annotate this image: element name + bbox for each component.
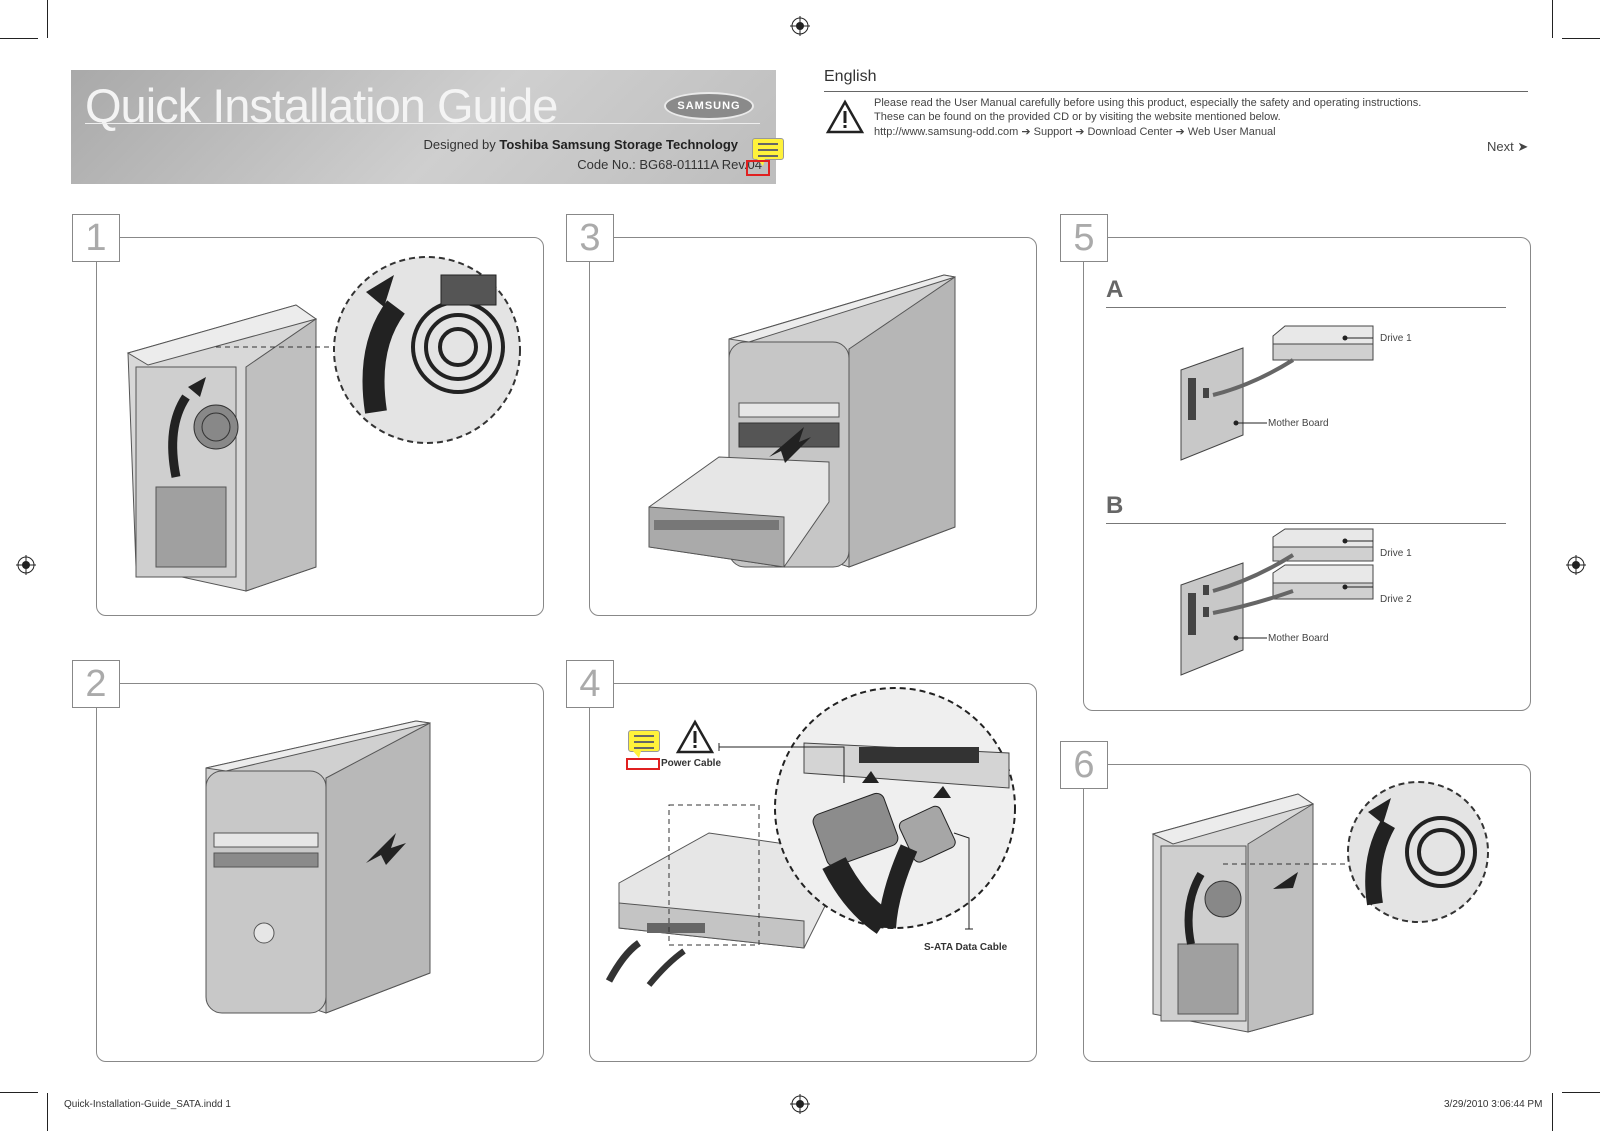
registration-mark-icon — [1566, 555, 1586, 575]
samsung-logo: SAMSUNG — [664, 92, 754, 120]
drive-bay-insert-illustration — [648, 274, 956, 568]
warning-icon — [825, 99, 865, 134]
pc-front-drive-insert-illustration — [205, 720, 431, 1014]
step-4-number: 4 — [566, 660, 614, 708]
warning-icon — [675, 719, 715, 754]
power-cable-label: Power Cable — [661, 758, 722, 769]
step-5-panel — [1083, 237, 1531, 711]
language-rule — [824, 91, 1528, 92]
crop-mark — [47, 0, 48, 38]
crop-mark — [1562, 38, 1600, 39]
option-a-rule — [1106, 307, 1506, 308]
pc-rear-power-reconnect-illustration — [1151, 781, 1489, 1033]
step-3-number: 3 — [566, 214, 614, 262]
pc-rear-power-illustration — [126, 256, 521, 592]
intro-line-2: These can be found on the provided CD or… — [874, 111, 1281, 123]
mother-board-label: Mother Board — [1268, 633, 1329, 644]
step-1-number: 1 — [72, 214, 120, 262]
footer-timestamp: 3/29/2010 3:06:44 PM — [1444, 1099, 1543, 1110]
title-rule — [85, 123, 760, 124]
annotation-highlight-box — [626, 758, 660, 770]
intro-line-1: Please read the User Manual carefully be… — [874, 97, 1422, 109]
option-a-label: A — [1106, 276, 1124, 303]
drive-2-label: Drive 2 — [1380, 594, 1412, 605]
option-b-rule — [1106, 523, 1506, 524]
mother-board-label: Mother Board — [1268, 418, 1329, 429]
annotation-highlight-box — [746, 160, 770, 176]
header-banner: Quick Installation Guide SAMSUNG Designe… — [71, 70, 776, 184]
crop-mark — [47, 1093, 48, 1131]
registration-mark-icon — [790, 16, 810, 36]
sata-data-cable-label: S-ATA Data Cable — [924, 942, 1008, 953]
page-title: Quick Installation Guide — [85, 79, 558, 132]
crop-mark — [1552, 0, 1553, 38]
registration-mark-icon — [16, 555, 36, 575]
crop-mark — [1562, 1092, 1600, 1093]
footer-filename: Quick-Installation-Guide_SATA.indd 1 — [64, 1099, 231, 1110]
intro-url-line[interactable]: http://www.samsung-odd.com ➔ Support ➔ D… — [874, 126, 1276, 138]
option-b-label: B — [1106, 492, 1124, 519]
registration-mark-icon — [790, 1094, 810, 1114]
drive-1-label: Drive 1 — [1380, 333, 1412, 344]
language-heading: English — [824, 68, 877, 85]
crop-mark — [0, 38, 38, 39]
designer-company: Toshiba Samsung Storage Technology — [499, 137, 738, 152]
step-5-number: 5 — [1060, 214, 1108, 262]
crop-mark — [0, 1092, 38, 1093]
single-drive-diagram — [1180, 325, 1374, 461]
code-number: Code No.: BG68-01111A Rev.04 — [577, 157, 762, 172]
step-6-number: 6 — [1060, 741, 1108, 789]
crop-mark — [1552, 1093, 1553, 1131]
step-2-number: 2 — [72, 660, 120, 708]
dual-drive-diagram — [1180, 528, 1374, 676]
drive-1-label: Drive 1 — [1380, 548, 1412, 559]
sticky-note-icon[interactable] — [628, 730, 660, 758]
sticky-note-icon[interactable] — [752, 138, 784, 166]
designer-credit: Designed by Toshiba Samsung Storage Tech… — [424, 137, 739, 152]
sata-connection-illustration — [605, 687, 1016, 987]
designed-by-label: Designed by — [423, 137, 500, 152]
next-link[interactable]: Next ➤ — [1487, 139, 1529, 154]
